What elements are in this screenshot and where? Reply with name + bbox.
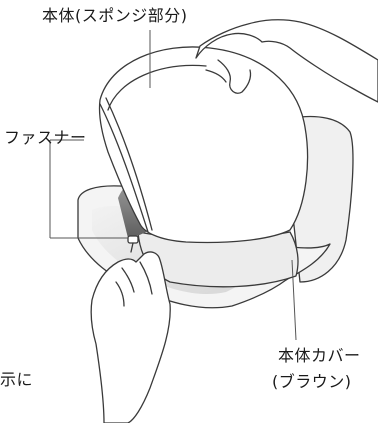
zipper-pull [127, 235, 139, 253]
sponge-seam-2 [105, 97, 153, 231]
sponge-seam [99, 103, 149, 233]
label-cover: 本体カバー [278, 346, 361, 365]
right-hand [195, 19, 378, 103]
label-cover-color: (ブラウン) [272, 372, 352, 391]
left-hand [90, 251, 171, 423]
sponge-body [98, 46, 309, 244]
label-fastener: ファスナー [4, 128, 87, 147]
label-body-sponge: 本体(スポンジ部分) [42, 6, 188, 25]
right-hand-fingers [217, 59, 252, 94]
leader-cover [291, 259, 297, 341]
sponge-rim [107, 64, 207, 111]
label-cut-text: 示に [0, 370, 34, 389]
